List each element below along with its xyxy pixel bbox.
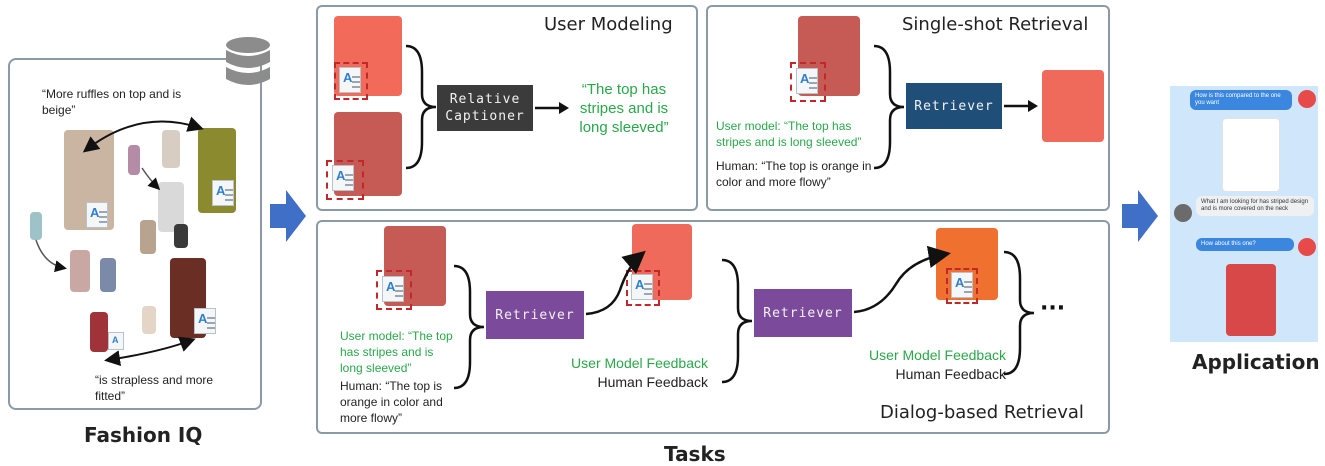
selection-box <box>334 62 368 100</box>
document-icon: A <box>212 180 234 206</box>
dress-image <box>140 220 156 254</box>
dialog-user-feedback-2: User Model Feedback <box>869 347 1006 363</box>
application-caption: Application <box>1192 350 1320 374</box>
chat-bubble-2: What I am looking for has striped design… <box>1196 196 1314 216</box>
document-icon: A <box>631 274 653 300</box>
user-modeling-title: User Modeling <box>544 14 673 35</box>
relative-captioner-box: Relative Captioner <box>437 85 533 131</box>
dataset-arrows <box>35 116 204 367</box>
selection-box <box>790 62 826 102</box>
ellipsis: ··· <box>1040 296 1066 321</box>
dialog-human-feedback-2: Human Feedback <box>895 366 1006 382</box>
fashion-iq-caption: Fashion IQ <box>84 423 203 447</box>
single-user-model: User model: “The top has stripes and is … <box>716 119 862 149</box>
brace-icon <box>721 258 753 384</box>
quote-top: “More ruffles on top and is beige” <box>42 87 182 117</box>
dialog-human-feedback-1: Human Feedback <box>597 374 708 390</box>
chat-bubble-3: How about this one? <box>1196 238 1294 251</box>
single-human: Human: “The top is orange in color and m… <box>716 159 872 189</box>
avatar-icon <box>1298 90 1316 108</box>
brace-icon <box>873 44 905 170</box>
dialog-title: Dialog-based Retrieval <box>880 402 1084 423</box>
document-icon: A <box>86 202 108 228</box>
tasks-caption: Tasks <box>664 442 726 466</box>
dialog-arrows <box>585 245 951 316</box>
dress-image <box>128 145 140 175</box>
retrieved-image <box>1042 70 1104 142</box>
arrow <box>1004 100 1038 112</box>
document-icon: A <box>951 272 973 298</box>
dress-image <box>158 182 184 232</box>
dialog-user-model: User model: “The top has stripes and is … <box>340 329 453 375</box>
avatar-icon <box>1174 204 1192 222</box>
chat-bubble-1: How is this compared to the one you want <box>1190 90 1292 110</box>
quote-bottom: “is strapless and more fitted” <box>95 373 214 403</box>
dialog-user-feedback-1: User Model Feedback <box>571 355 708 371</box>
right-arrow-icon <box>1122 190 1158 246</box>
selection-box <box>376 270 412 310</box>
retriever-box: Retriever <box>906 83 1002 129</box>
document-icon: A <box>339 67 361 93</box>
dress-image <box>1226 264 1276 336</box>
dress-image <box>70 250 90 292</box>
database-icon <box>224 36 272 92</box>
selection-box <box>326 160 364 200</box>
dress-image <box>90 312 108 352</box>
arrow <box>535 102 569 114</box>
dialog-human: Human: “The top is orange in color and m… <box>340 379 443 425</box>
document-icon: A <box>382 276 404 302</box>
brace-icon <box>1003 250 1035 376</box>
dress-image <box>1222 118 1280 192</box>
selection-box <box>946 268 978 304</box>
document-icon: A <box>332 165 354 191</box>
dress-image <box>174 224 188 248</box>
dress-image <box>142 306 156 334</box>
right-arrow-icon <box>270 190 306 246</box>
dress-image <box>100 258 116 292</box>
captioner-output: “The top has stripes and is long sleeved… <box>579 81 669 136</box>
document-icon: A <box>194 308 216 334</box>
brace-icon <box>405 44 437 170</box>
retriever-box-1: Retriever <box>486 291 584 339</box>
brace-icon <box>453 264 485 390</box>
dress-image <box>30 212 42 240</box>
document-icon: A <box>796 68 818 94</box>
avatar-icon <box>1298 238 1316 256</box>
single-shot-title: Single-shot Retrieval <box>902 14 1089 35</box>
retriever-box-2: Retriever <box>754 289 852 337</box>
